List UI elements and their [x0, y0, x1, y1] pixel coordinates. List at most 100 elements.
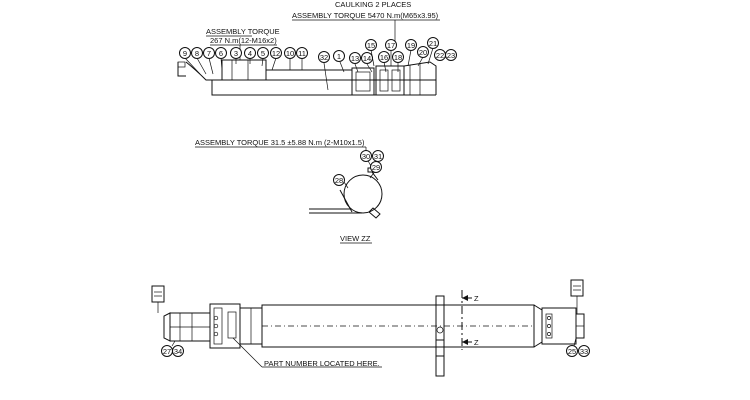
- callout-16: 16: [378, 51, 390, 63]
- body-lower-outline: [185, 61, 436, 81]
- svg-text:14: 14: [363, 54, 371, 63]
- svg-text:6: 6: [219, 49, 223, 58]
- gland-seal: [391, 69, 401, 92]
- callout-22: 22: [434, 49, 446, 61]
- rod-eye-bolt: [547, 316, 551, 320]
- svg-text:4: 4: [248, 49, 252, 58]
- head-bolt: [213, 315, 219, 321]
- svg-text:22: 22: [436, 51, 444, 60]
- svg-text:15: 15: [367, 41, 375, 50]
- left-grease-fitting: [151, 285, 165, 303]
- callout-29: 29: [370, 161, 382, 173]
- leader-27: [171, 340, 176, 347]
- gland-block: [375, 65, 405, 96]
- callout-34: 34: [172, 345, 184, 357]
- clamp-stand: [435, 339, 445, 377]
- body-bottom-outline: [211, 80, 436, 96]
- callout-19: 19: [405, 39, 417, 51]
- head-torque-title: ASSEMBLY TORQUE: [206, 27, 280, 36]
- callout-17: 17: [385, 39, 397, 51]
- svg-text:25: 25: [568, 347, 576, 356]
- cap-detail: [177, 61, 186, 68]
- svg-text:12: 12: [272, 49, 280, 58]
- callout-30: 30: [360, 150, 372, 162]
- callout-3: 3: [230, 47, 242, 59]
- callout-15: 15: [365, 39, 377, 51]
- section-arrowhead-top: [462, 295, 468, 301]
- rod-end-taper: [533, 304, 543, 348]
- callout-9: 9: [179, 47, 191, 59]
- barrel-clamp: [435, 295, 445, 357]
- svg-text:5: 5: [261, 49, 265, 58]
- callout-12: 12: [270, 47, 282, 59]
- svg-text:7: 7: [207, 49, 211, 58]
- svg-text:18: 18: [394, 53, 402, 62]
- svg-text:8: 8: [195, 49, 199, 58]
- svg-text:20: 20: [419, 48, 427, 57]
- svg-text:32: 32: [320, 53, 328, 62]
- callout-28: 28: [333, 174, 345, 186]
- callout-4: 4: [244, 47, 256, 59]
- svg-text:3: 3: [234, 49, 238, 58]
- svg-text:23: 23: [447, 51, 455, 60]
- caulking-note: CAULKING 2 PLACES: [335, 0, 411, 9]
- callout-8: 8: [191, 47, 203, 59]
- left-eye-cap: [163, 312, 171, 342]
- part-number-plate: [227, 311, 237, 339]
- svg-text:13: 13: [351, 54, 359, 63]
- callout-21: 21: [427, 37, 439, 49]
- svg-text:28: 28: [335, 176, 343, 185]
- svg-text:27: 27: [163, 347, 171, 356]
- svg-text:30: 30: [362, 152, 370, 161]
- piston-block: [351, 67, 375, 96]
- callout-32: 32: [318, 51, 330, 63]
- callout-31: 31: [372, 150, 384, 162]
- svg-text:10: 10: [286, 49, 294, 58]
- piston-inner: [355, 71, 371, 92]
- rod-eye-detail: [545, 313, 553, 339]
- leader-25: [573, 337, 577, 347]
- svg-text:16: 16: [380, 53, 388, 62]
- svg-text:17: 17: [387, 41, 395, 50]
- part-number-leader: [232, 337, 263, 368]
- clamp-ring: [343, 174, 383, 214]
- callout-11: 11: [296, 47, 308, 59]
- svg-text:33: 33: [580, 347, 588, 356]
- callout-7: 7: [203, 47, 215, 59]
- head-torque-value: 267 N.m(12-M16x2): [210, 36, 277, 45]
- clamp-arm: [339, 189, 353, 213]
- svg-text:29: 29: [372, 163, 380, 172]
- head-flange: [221, 59, 267, 81]
- svg-text:21: 21: [429, 39, 437, 48]
- callout-23: 23: [445, 49, 457, 61]
- section-mark-bottom: Z: [474, 338, 479, 347]
- callout-27: 27: [161, 345, 173, 357]
- callout-25: 25: [566, 345, 578, 357]
- callout-13: 13: [349, 52, 361, 64]
- callout-33: 33: [578, 345, 590, 357]
- clamp-lower-bolt: [368, 207, 381, 219]
- right-grease-fitting: [570, 279, 584, 297]
- section-arrowhead-bottom: [462, 339, 468, 345]
- callout-5: 5: [257, 47, 269, 59]
- svg-text:1: 1: [337, 52, 341, 61]
- callout-10: 10: [284, 47, 296, 59]
- svg-text:9: 9: [183, 49, 187, 58]
- head-bolt: [213, 331, 219, 337]
- callout-1: 1: [333, 50, 345, 62]
- gland-seal: [379, 69, 389, 92]
- callout-18: 18: [392, 51, 404, 63]
- svg-text:11: 11: [298, 49, 306, 58]
- main-torque-note: ASSEMBLY TORQUE 5470 N.m(M65x3.95): [292, 11, 439, 20]
- view-zz-detail: ASSEMBLY TORQUE 31.5 ±5.88 N.m (2-M10x1.…: [195, 138, 384, 244]
- view-zz-label: VIEW ZZ: [340, 234, 371, 243]
- callout-14: 14: [361, 52, 373, 64]
- svg-text:19: 19: [407, 41, 415, 50]
- leader-28: [343, 181, 349, 189]
- zz-torque-note: ASSEMBLY TORQUE 31.5 ±5.88 N.m (2-M10x1.…: [195, 138, 365, 147]
- top-leader-lines: [184, 47, 434, 91]
- rod-end-outline: [403, 61, 437, 95]
- clamp-bolt-dot: [436, 326, 444, 334]
- part-number-note: PART NUMBER LOCATED HERE.: [264, 359, 380, 368]
